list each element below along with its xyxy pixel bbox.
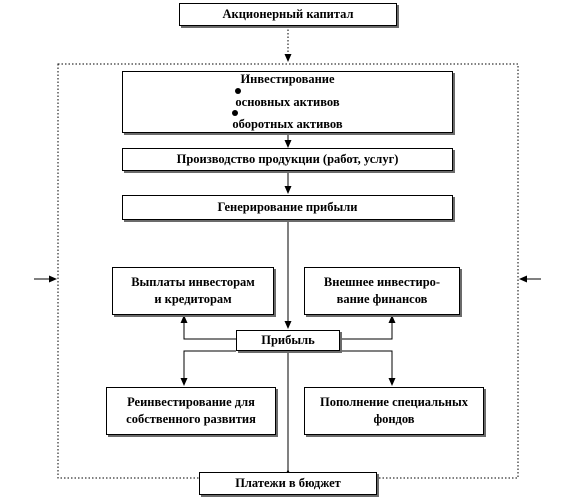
reinvesting-label-line: собственного развития — [126, 412, 256, 426]
production-box: Производство продукции (работ, услуг) — [122, 148, 453, 171]
budget-payments-label: Платежи в бюджет — [235, 476, 341, 491]
equity-box: Акционерный капитал — [179, 3, 397, 26]
investing-bullet-text: оборотных активов — [232, 117, 343, 132]
arrow-profit-to-reinvesting — [180, 350, 236, 386]
external-investing-box: Внешнее инвестиро- вание финансов — [304, 267, 460, 315]
investing-bullet-item: оборотных активов — [232, 110, 343, 133]
investing-title: Инвестирование — [240, 71, 335, 86]
production-label: Производство продукции (работ, услуг) — [176, 152, 399, 167]
bullet-icon — [232, 110, 239, 117]
payouts-label-line: Выплаты инвесторам — [131, 275, 255, 290]
arrow-profit-to-funds — [340, 350, 396, 386]
arrow-profit-to-payouts — [180, 315, 236, 340]
investing-bullet-item: основных активов — [235, 87, 340, 111]
reinvesting-box: Реинвестирование для собственного развит… — [106, 387, 276, 435]
special-funds-box: Пополнение специальных фондов — [304, 387, 484, 435]
budget-payments-box: Платежи в бюджет — [199, 472, 377, 495]
investing-bullet-text: основных активов — [235, 94, 340, 109]
bullet-icon — [235, 87, 242, 94]
profit-generation-label: Генерирование прибыли — [217, 200, 358, 215]
profit-label: Прибыль — [261, 333, 315, 348]
profit-box: Прибыль — [236, 330, 340, 351]
payouts-box: Выплаты инвесторам и кредиторам — [112, 267, 274, 315]
profit-generation-box: Генерирование прибыли — [122, 195, 453, 220]
external-investing-label-line: Внешнее инвестиро- — [323, 275, 441, 290]
special-funds-label-line: Пополнение специальных — [320, 395, 468, 410]
investing-box: Инвестирование основных активов оборотны… — [122, 71, 453, 133]
payouts-label-line: и кредиторам — [154, 292, 232, 306]
special-funds-label-line: фондов — [373, 412, 415, 426]
external-investing-label-line: вание финансов — [336, 292, 428, 306]
reinvesting-label-line: Реинвестирование для — [127, 395, 255, 410]
equity-label: Акционерный капитал — [222, 7, 354, 22]
arrow-profit-to-external — [340, 315, 396, 340]
